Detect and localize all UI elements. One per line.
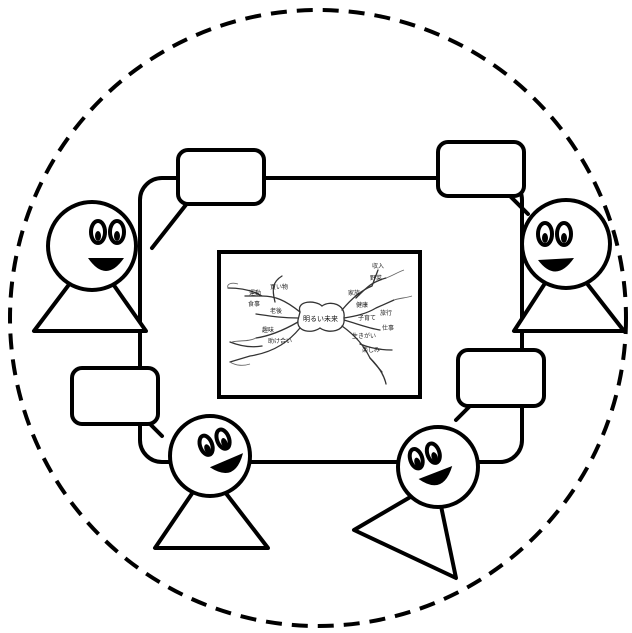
mm-label-right-1: 野菜: [370, 274, 382, 282]
participant-right: [514, 200, 624, 331]
mm-label-left-4: 趣味: [262, 326, 274, 334]
mind-map-picture: 明るい未来 買い物 運動 食事 老後: [219, 252, 420, 397]
participant-bottom-left: [155, 416, 268, 548]
speech-bubble-bottom-left: [72, 368, 158, 424]
mm-label-right-6: 仕事: [382, 324, 394, 332]
mm-label-left-2: 食事: [248, 300, 260, 308]
mm-label-right-7: 生きがい: [352, 332, 376, 340]
participant-left: [34, 202, 146, 331]
mm-label-right-0: 収入: [372, 263, 384, 270]
mm-label-right-2: 家族: [348, 289, 360, 297]
mm-label-right-5: 旅行: [380, 309, 392, 317]
mm-label-left-1: 運動: [249, 289, 261, 297]
participant-bottom-right: [354, 427, 478, 578]
mm-label-right-3: 健康: [356, 301, 368, 309]
mm-label-right-4: 子育て: [358, 314, 376, 322]
mm-label-left-0: 買い物: [270, 283, 288, 291]
speech-bubble-top-right: [438, 142, 524, 196]
mm-label-left-3: 老後: [270, 307, 282, 315]
speech-bubble-top-left: [178, 150, 264, 204]
speech-bubble-bottom-right: [458, 350, 544, 406]
mm-label-left-5: 助け合い: [268, 337, 292, 345]
mind-map-center-label: 明るい未来: [303, 314, 338, 323]
mm-label-right-8: 楽しみ: [362, 346, 380, 354]
